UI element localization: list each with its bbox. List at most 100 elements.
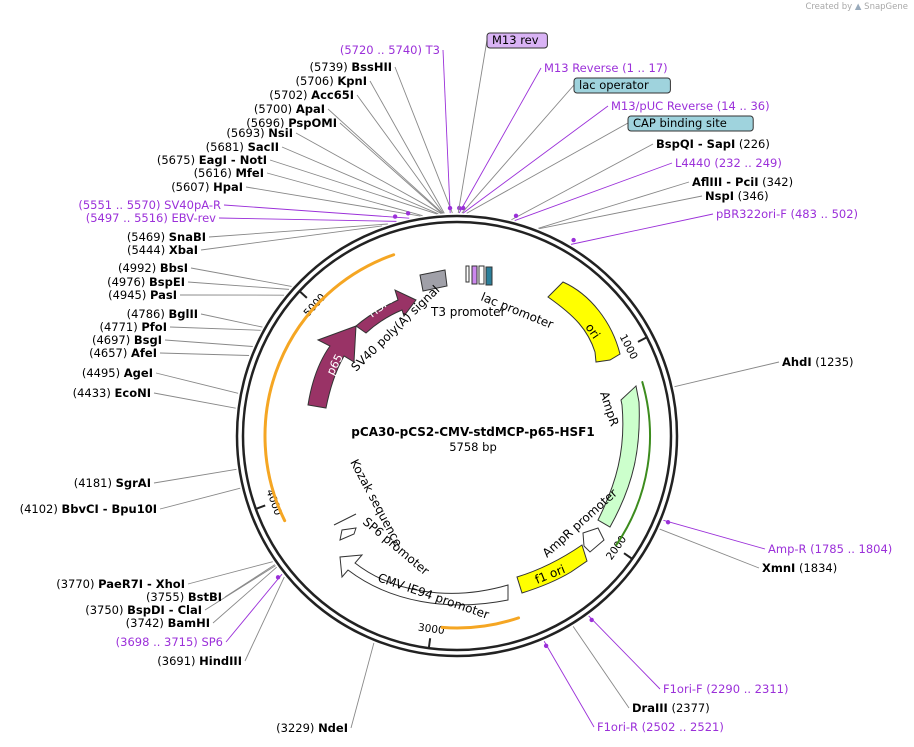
site-label-28[interactable]: (3229) NdeI — [276, 721, 348, 735]
primer-label-0[interactable]: (5720 .. 5740) T3 — [340, 43, 440, 57]
ruler-tick-3 — [255, 504, 266, 510]
plasmid-name: pCA30-pCS2-CMV-stdMCP-p65-HSF1 — [351, 425, 594, 439]
site-label-20[interactable]: (4433) EcoNI — [73, 386, 151, 400]
site-leader-27 — [244, 576, 285, 662]
primer-label-2[interactable]: (5497 .. 5516) EBV-rev — [86, 211, 216, 225]
site-label-15[interactable]: (4786) BglII — [127, 307, 198, 321]
boxed-feature-2[interactable]: CAP binding site — [627, 115, 754, 132]
site-label-11[interactable]: (5444) XbaI — [127, 243, 198, 257]
site-label-8[interactable]: (5616) MfeI — [194, 166, 264, 180]
boxed-leader-1 — [461, 84, 575, 214]
site-leader-1 — [369, 80, 445, 214]
site-leader-3 — [327, 108, 444, 214]
site-leader-9 — [245, 186, 421, 217]
site-label-26[interactable]: (3742) BamHI — [126, 616, 210, 630]
feature-t3-lac-cluster[interactable]: T3 promoter lac promoter — [430, 265, 555, 332]
site-label-33[interactable]: XmnI (1834) — [762, 561, 837, 575]
site-leader-25 — [204, 565, 276, 611]
site-leader-20 — [153, 392, 236, 409]
site-labels: (5739) BssHII(5706) KpnI(5702) Acc65I(57… — [20, 32, 892, 735]
site-label-23[interactable]: (3770) PaeR7I - XhoI — [56, 577, 185, 591]
boxed-feature-label-2: CAP binding site — [633, 116, 727, 130]
boxed-feature-box-0 — [486, 32, 548, 49]
primer-label-4[interactable]: M13 Reverse (1 .. 17) — [544, 61, 668, 75]
boxed-feature-0[interactable]: M13 rev — [486, 32, 548, 49]
site-leader-17 — [164, 339, 253, 347]
site-label-27[interactable]: (3691) HindIII — [157, 654, 242, 668]
site-leader-23 — [187, 561, 273, 585]
boxed-feature-1[interactable]: lac operator — [573, 77, 671, 94]
primer-label-6[interactable]: L4440 (232 .. 249) — [675, 156, 782, 170]
primer-leader-3 — [225, 573, 283, 643]
site-leader-28 — [350, 642, 375, 729]
primer-mark-9 — [589, 617, 594, 623]
site-label-29[interactable]: BspQI - SapI (226) — [656, 137, 770, 151]
ruler-tick-label-0: 1000 — [617, 332, 640, 361]
site-label-7[interactable]: (5675) EagI - NotI — [157, 153, 267, 167]
primer-label-5[interactable]: M13/pUC Reverse (14 .. 36) — [611, 99, 770, 113]
snapgene-logo-icon: ▲ — [854, 2, 862, 12]
primer-mark-2 — [392, 214, 398, 219]
leader-lines — [153, 39, 780, 729]
site-label-10[interactable]: (5469) SnaBI — [127, 230, 206, 244]
primer-leader-4 — [458, 67, 542, 214]
site-leader-33 — [659, 528, 760, 569]
primer-label-1[interactable]: (5551 .. 5570) SV40pA-R — [78, 198, 221, 212]
site-label-1[interactable]: (5706) KpnI — [295, 74, 367, 88]
site-label-19[interactable]: (4495) AgeI — [82, 366, 153, 380]
site-leader-4 — [339, 122, 443, 214]
orf-arc-ampr — [615, 381, 651, 547]
site-label-31[interactable]: NspI (346) — [705, 189, 769, 203]
primer-mark-1 — [405, 211, 411, 216]
ruler-tick-4 — [298, 290, 308, 299]
site-label-18[interactable]: (4657) AfeI — [89, 346, 157, 360]
snapgene-credit: Created by ▲ SnapGene — [805, 2, 908, 12]
primer-label-8[interactable]: Amp-R (1785 .. 1804) — [768, 542, 892, 556]
primer-leader-2 — [218, 217, 397, 222]
primer-label-9[interactable]: F1ori-F (2290 .. 2311) — [663, 682, 788, 696]
primer-mark-5 — [461, 205, 466, 211]
site-label-2[interactable]: (5702) Acc65I — [269, 88, 354, 102]
feature-p65[interactable]: p65 — [307, 325, 357, 409]
site-label-6[interactable]: (5681) SacII — [206, 140, 279, 154]
site-label-14[interactable]: (4945) PasI — [108, 288, 177, 302]
site-label-30[interactable]: AflIII - PciI (342) — [692, 175, 793, 189]
site-leader-6 — [281, 146, 439, 215]
site-label-17[interactable]: (4697) BsgI — [92, 333, 162, 347]
primer-mark-3 — [275, 575, 281, 580]
primer-mark-7 — [571, 237, 576, 243]
feature-ori[interactable]: ori — [547, 281, 621, 363]
site-label-16[interactable]: (4771) PfoI — [99, 320, 167, 334]
site-label-13[interactable]: (4976) BspEI — [107, 275, 185, 289]
site-label-32[interactable]: AhdI (1235) — [782, 355, 854, 369]
site-label-24[interactable]: (3755) BstBI — [146, 590, 222, 604]
site-leader-12 — [190, 267, 292, 287]
primer-leader-7 — [570, 213, 714, 245]
primer-label-7[interactable]: pBR322ori-F (483 .. 502) — [716, 207, 858, 221]
site-leader-5 — [295, 132, 442, 214]
ruler-tick-label-2: 3000 — [417, 622, 445, 637]
site-label-22[interactable]: (4102) BbvCI - Bpu10I — [20, 502, 157, 516]
site-label-34[interactable]: DraIII (2377) — [632, 701, 710, 715]
primer-label-10[interactable]: F1ori-R (2502 .. 2521) — [597, 720, 724, 734]
ruler-tick-0 — [637, 336, 648, 343]
primer-leader-10 — [543, 641, 595, 728]
credit-prefix: Created by — [805, 2, 853, 12]
primer-label-3[interactable]: (3698 .. 3715) SP6 — [116, 635, 223, 649]
site-label-5[interactable]: (5693) NsiI — [226, 126, 293, 140]
site-leader-26 — [212, 566, 277, 624]
boxed-feature-box-2 — [627, 115, 754, 132]
site-leader-16 — [169, 326, 261, 331]
site-label-9[interactable]: (5607) HpaI — [171, 180, 243, 194]
primer-leader-6 — [514, 162, 673, 222]
primer-mark-10 — [543, 643, 549, 649]
site-label-25[interactable]: (3750) BspDI - ClaI — [85, 603, 202, 617]
site-label-21[interactable]: (4181) SgrAI — [74, 476, 151, 490]
site-label-3[interactable]: (5700) ApaI — [254, 102, 325, 116]
site-label-0[interactable]: (5739) BssHII — [309, 60, 392, 74]
primer-mark-0 — [447, 205, 453, 211]
boxed-leader-2 — [466, 122, 629, 214]
site-label-12[interactable]: (4992) BbsI — [118, 261, 188, 275]
primer-mark-8 — [665, 520, 671, 525]
site-label-4[interactable]: (5696) PspOMI — [246, 116, 337, 130]
